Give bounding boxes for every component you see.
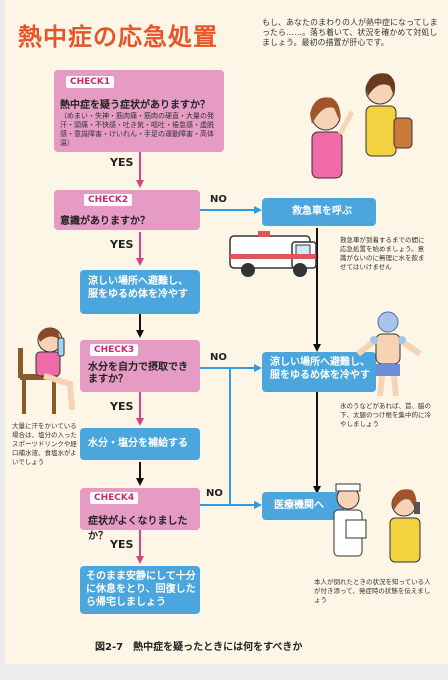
cool-note: 氷のうなどがあれば、首、脇の下、太腿のつけ根を集中的に冷やしましょう [340, 402, 431, 428]
cool-text-right: 涼しい場所へ避難し、服をゆるめ体を冷やす [270, 357, 370, 381]
figure-caption: 図2-7 熱中症を疑ったときには何をすべきか [95, 642, 303, 653]
check2-question: 意識がありますか？ [60, 216, 150, 227]
check3-box: CHECK3 水分を自力で摂取できますか？ [80, 340, 200, 392]
ambulance-note: 救急車が到着するまでの間に応急処置を始めましょう。意識がないのに無理に水を飲ませ… [340, 236, 425, 271]
yes-label-3: YES [110, 400, 134, 413]
check3-question: 水分を自力で摂取できますか？ [88, 362, 188, 385]
hospital-box: 医療機関へ [262, 492, 344, 520]
intro-text: もし、あなたのまわりの人が熱中症になってしまったら……。落ち着いて、状況を確かめ… [262, 18, 438, 47]
yes-label-2: YES [110, 238, 134, 251]
check4-question: 症状がよくなりましたか？ [88, 516, 188, 542]
check4-label: CHECK4 [90, 492, 139, 504]
drink-note: 大量に汗をかいている場合は、塩分の入ったスポーツドリンクや経口補水液、食塩水がよ… [12, 422, 77, 466]
ambulance-box: 救急車を呼ぶ [262, 198, 376, 226]
ambulance-illustration [229, 231, 317, 277]
nurse-illustration [333, 483, 421, 563]
no-label-2: NO [210, 352, 227, 363]
no-label-1: NO [210, 194, 227, 205]
yes-label-1: YES [110, 156, 134, 169]
cool-text-left: 涼しい場所へ避難し、服をゆるめ体を冷やす [88, 276, 188, 300]
check4-box: CHECK4 症状がよくなりましたか？ [80, 488, 200, 542]
rest-text: そのまま安静にして十分に休息をとり、回復したら帰宅しましょう [86, 571, 196, 608]
hydrate-text: 水分・塩分を補給する [88, 438, 188, 449]
page-title: 熱中症の応急処置 [18, 23, 218, 51]
check2-label: CHECK2 [84, 194, 133, 206]
hospital-note: 本人が倒れたときの状況を知っている人が付き添って、発症時の状態を伝えましょう [314, 578, 431, 604]
check2-box: CHECK2 意識がありますか？ [54, 190, 200, 230]
yes-label-4: YES [110, 538, 134, 551]
rest-box: そのまま安静にして十分に休息をとり、回復したら帰宅しましょう [80, 566, 200, 614]
check1-symptoms: （めまい・失神・筋肉痛・筋肉の硬直・大量の発汗・頭痛・不快感・吐き気・嘔吐・倦怠… [60, 112, 214, 147]
hospital-text: 医療機関へ [274, 500, 324, 511]
drinking-person-illustration [18, 327, 75, 414]
page-footer-margin [0, 664, 448, 680]
check1-question: 熱中症を疑う症状がありますか？ [60, 100, 210, 111]
ambulance-text: 救急車を呼ぶ [292, 206, 352, 217]
check1-label: CHECK1 [66, 76, 115, 88]
cool-box-left: 涼しい場所へ避難し、服をゆるめ体を冷やす [80, 270, 200, 314]
cool-box-right: 涼しい場所へ避難し、服をゆるめ体を冷やす [262, 352, 376, 392]
two-women-illustration [310, 73, 413, 179]
no-label-3: NO [206, 488, 223, 499]
check3-label: CHECK3 [90, 344, 139, 356]
hydrate-box: 水分・塩分を補給する [80, 428, 200, 460]
body-cooling-illustration [356, 311, 422, 397]
check1-box: CHECK1 熱中症を疑う症状がありますか？ （めまい・失神・筋肉痛・筋肉の硬直… [54, 70, 224, 152]
arrow-no-check3-to-hospital [229, 368, 262, 509]
page-edge [0, 0, 5, 680]
